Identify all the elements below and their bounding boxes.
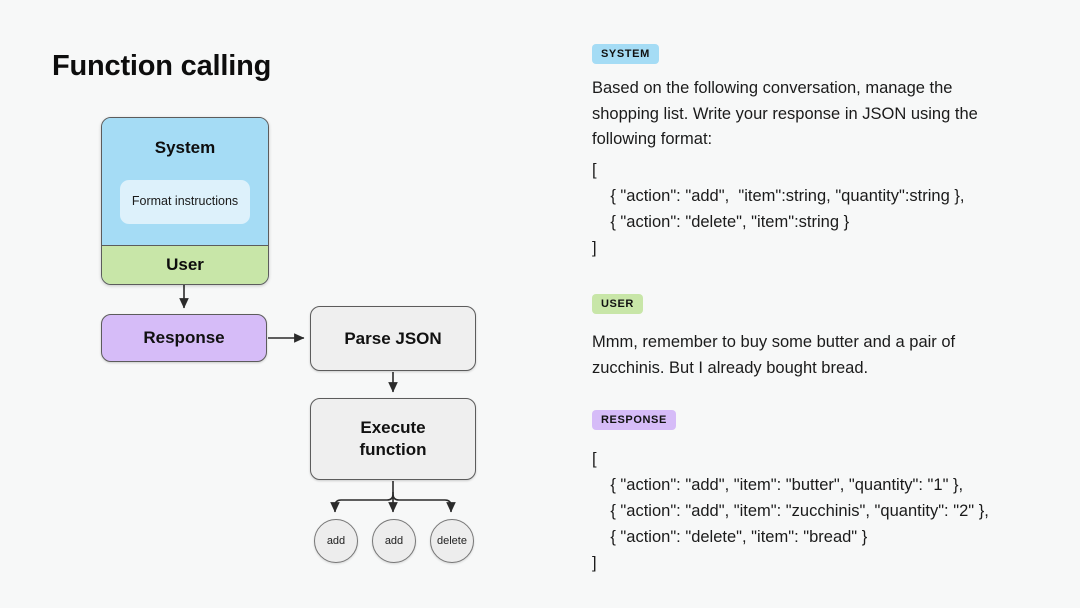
execute-function-node: Execute function [310, 398, 476, 480]
connector-arrows [179, 284, 456, 513]
response-json: [ { "action": "add", "item": "butter", "… [592, 450, 989, 573]
function-call-circle: add [314, 519, 358, 563]
format-instructions-box: Format instructions [120, 180, 250, 224]
function-call-circle: delete [430, 519, 474, 563]
status-badge-system: SYSTEM [592, 44, 659, 64]
function-call-circle: add [372, 519, 416, 563]
response-message: RESPONSE [ { "action": "add", "item": "b… [592, 410, 989, 576]
system-message-body: Based on the following conversation, man… [592, 79, 978, 149]
system-block: System Format instructions [102, 118, 268, 246]
parse-json-node: Parse JSON [310, 306, 476, 371]
user-block-label: User [166, 255, 204, 274]
status-badge-user: USER [592, 294, 643, 314]
system-format-json: [ { "action": "add", "item":string, "qua… [592, 160, 965, 257]
user-block: User [102, 246, 268, 284]
prompt-card: System Format instructions User [101, 117, 269, 285]
user-message: USER Mmm, remember to buy some butter an… [592, 294, 955, 381]
function-calling-diagram: System Format instructions User Response… [101, 117, 476, 563]
status-badge-response: RESPONSE [592, 410, 676, 430]
page-title: Function calling [52, 50, 272, 82]
response-node: Response [101, 314, 267, 362]
system-message: SYSTEM Based on the following conversati… [592, 44, 978, 261]
system-block-label: System [154, 138, 216, 157]
user-message-body: Mmm, remember to buy some butter and a p… [592, 333, 956, 377]
